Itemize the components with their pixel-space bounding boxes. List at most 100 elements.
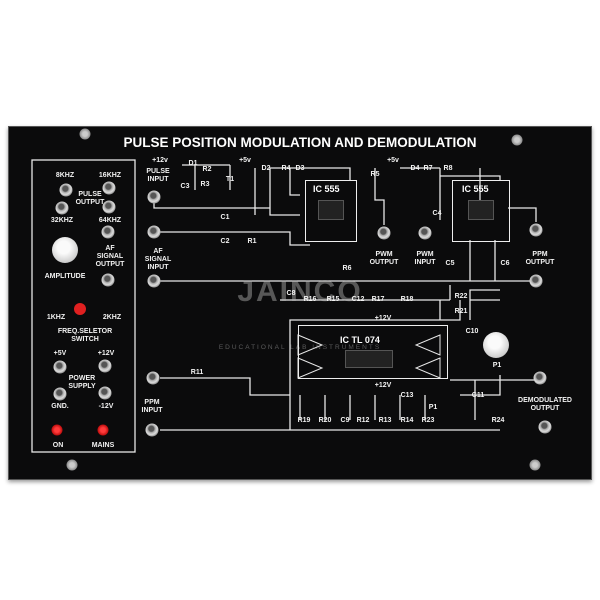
jack-af-input-ground[interactable] [147, 274, 161, 288]
component-label: R18 [400, 296, 414, 303]
component-label: C12 [351, 296, 365, 303]
label-plus5v: +5V [53, 350, 67, 357]
ic-chip [468, 200, 494, 220]
component-label: R15 [326, 296, 340, 303]
opamp-12v: +12V [374, 382, 392, 389]
component-label: C13 [400, 392, 414, 399]
jack-plus12v[interactable] [98, 359, 112, 373]
jack-pulse-input[interactable] [147, 190, 161, 204]
label-2khz: 2KHZ [102, 314, 122, 321]
component-label: R12 [356, 417, 370, 424]
component-label: C10 [465, 328, 479, 335]
component-label: C2 [220, 238, 230, 245]
screw-icon [511, 134, 523, 146]
mains-indicator-led [97, 424, 109, 436]
component-label: D1 [188, 160, 198, 167]
ic-tl074-demodulator [298, 325, 448, 379]
component-label: R8 [443, 165, 453, 172]
jack-af-signal-output[interactable] [101, 225, 115, 239]
component-label: C8 [286, 290, 296, 297]
opamp-12v: +12V [374, 315, 392, 322]
component-label: R19 [297, 417, 311, 424]
jack-af-signal-input[interactable] [147, 225, 161, 239]
jack-ppm-input[interactable] [146, 371, 160, 385]
component-label: D3 [295, 165, 305, 172]
jack-32khz[interactable] [55, 201, 69, 215]
jack-16khz[interactable] [102, 181, 116, 195]
component-label: R4 [281, 165, 291, 172]
screw-icon [66, 459, 78, 471]
jack-demodulated-output[interactable] [533, 371, 547, 385]
jack-ppm-output[interactable] [529, 223, 543, 237]
label-gnd: GND. [51, 403, 69, 410]
jack-8khz[interactable] [59, 183, 73, 197]
amplitude-knob[interactable] [52, 237, 78, 263]
component-label: R11 [190, 369, 204, 376]
label-amplitude: AMPLITUDE [44, 273, 86, 280]
label-plus12v: +12V [97, 350, 115, 357]
rail-12v: +12v [152, 157, 168, 164]
component-label: R6 [342, 265, 352, 272]
jack-demodulated-ground[interactable] [538, 420, 552, 434]
component-label: C4 [432, 210, 442, 217]
ic-555-modulator [305, 180, 357, 242]
component-label: P1 [492, 362, 502, 369]
jack-pwm-input[interactable] [418, 226, 432, 240]
board-title: PULSE POSITION MODULATION AND DEMODULATI… [123, 135, 477, 150]
component-label: C6 [500, 260, 510, 267]
brand-watermark: JAINCO [237, 275, 363, 308]
jack-64khz[interactable] [102, 200, 116, 214]
component-label: T1 [225, 176, 235, 183]
label-mains: MAINS [91, 442, 115, 449]
component-label: P1 [428, 404, 438, 411]
screw-icon [79, 128, 91, 140]
label-minus12v: -12V [98, 403, 114, 410]
ic-chip [318, 200, 344, 220]
component-label: R20 [318, 417, 332, 424]
component-label: D4 [410, 165, 420, 172]
component-label: R1 [247, 238, 257, 245]
freq-selector-toggle[interactable] [74, 303, 86, 315]
ic-555-ppm [452, 180, 510, 242]
label-64khz: 64KHZ [98, 217, 122, 224]
component-label: R16 [303, 296, 317, 303]
component-label: R24 [491, 417, 505, 424]
component-label: R23 [421, 417, 435, 424]
label-32khz: 32KHZ [50, 217, 74, 224]
jack-ppm-input-ground[interactable] [145, 423, 159, 437]
component-label: R5 [370, 171, 380, 178]
jack-plus5v[interactable] [53, 360, 67, 374]
label-1khz: 1KHZ [46, 314, 66, 321]
component-label: R17 [371, 296, 385, 303]
label-8khz: 8KHZ [55, 172, 75, 179]
jack-gnd[interactable] [53, 387, 67, 401]
component-label: C5 [445, 260, 455, 267]
label-on: ON [52, 442, 64, 449]
ic-555-label: IC 555 [313, 184, 340, 194]
ic-chip [345, 350, 393, 368]
ic-555-label: IC 555 [462, 184, 489, 194]
component-label: R14 [400, 417, 414, 424]
jack-minus12v[interactable] [98, 386, 112, 400]
potentiometer-p1-knob[interactable] [483, 332, 509, 358]
screw-icon [529, 459, 541, 471]
ic-tl074-label: IC TL 074 [340, 335, 380, 345]
component-label: R22 [454, 293, 468, 300]
component-label: R13 [378, 417, 392, 424]
component-label: C9 [340, 417, 350, 424]
rail-5v: +5v [239, 157, 251, 164]
component-label: C11 [471, 392, 485, 399]
jack-af-ground[interactable] [101, 273, 115, 287]
jack-ppm-output-ground[interactable] [529, 274, 543, 288]
on-switch[interactable] [51, 424, 63, 436]
jack-pwm-output[interactable] [377, 226, 391, 240]
